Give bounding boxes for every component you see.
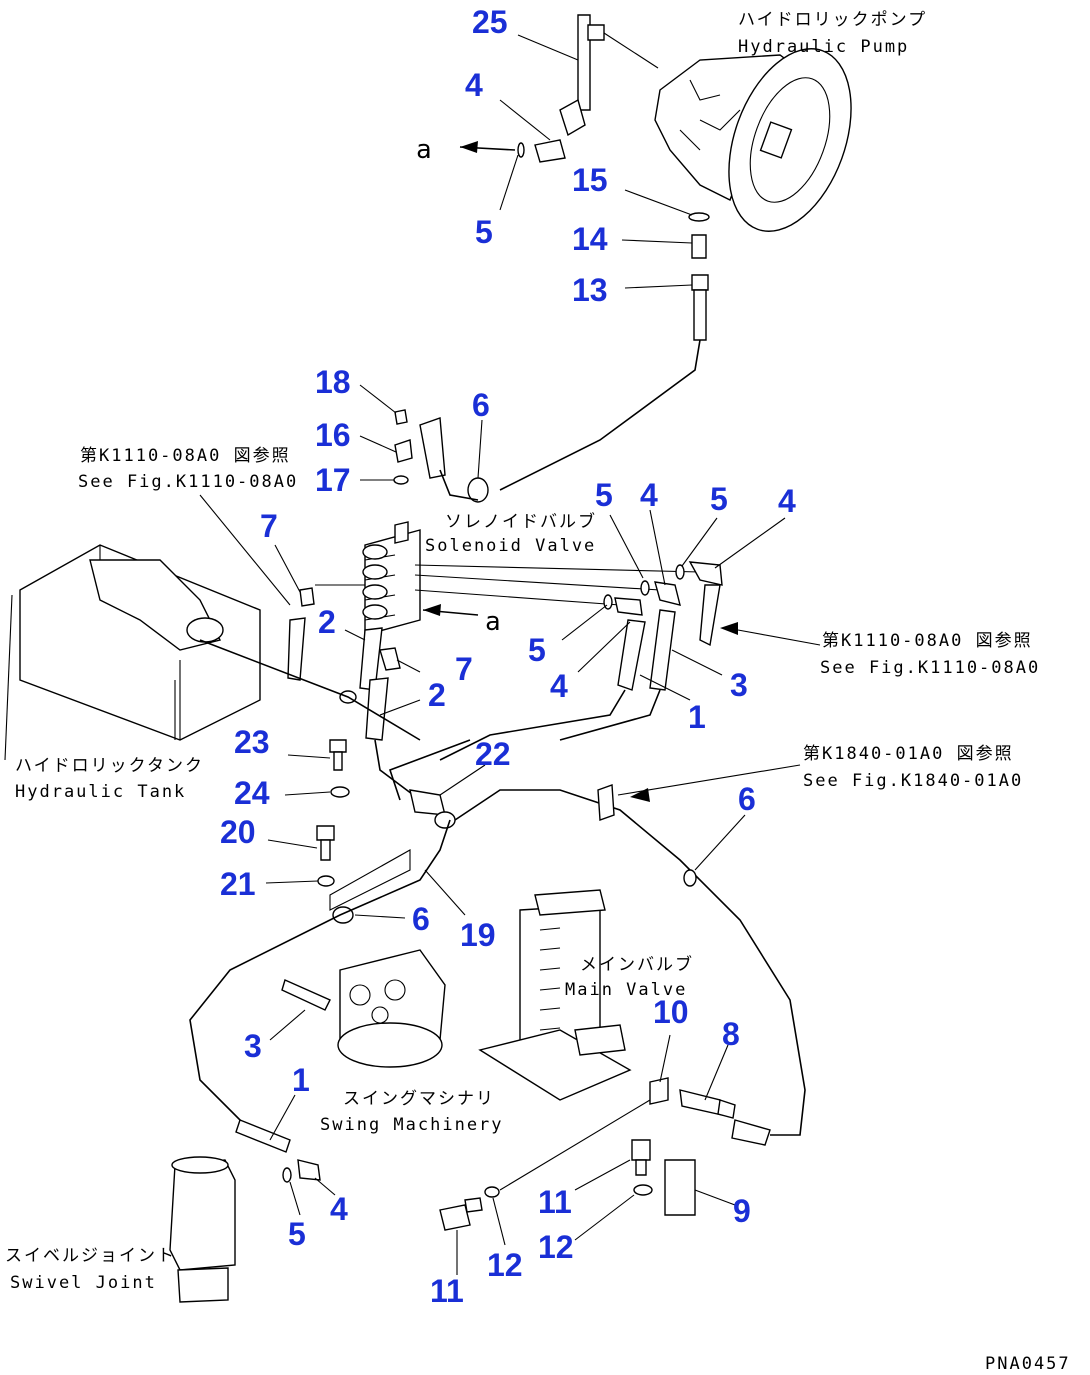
right-fittings: [439, 561, 723, 761]
swing-label-en: Swing Machinery: [320, 1115, 504, 1135]
callout-5: 5: [288, 1216, 306, 1252]
callout-7: 7: [455, 651, 473, 687]
fittings-16-17-18: [393, 409, 489, 503]
callout-5: 5: [475, 214, 493, 250]
callout-10: 10: [653, 994, 689, 1030]
callout-12: 12: [538, 1229, 574, 1265]
swing-machinery-drawing: [281, 949, 446, 1068]
drawing-number: PNA0457: [985, 1354, 1071, 1374]
border-line: [4, 594, 13, 761]
clamps-and-hoses: [189, 789, 806, 1151]
callout-16: 16: [315, 417, 351, 453]
swivel-label-jp: スイベルジョイント: [5, 1246, 176, 1266]
solenoid-valve-drawing: [315, 521, 701, 636]
callout-4: 4: [640, 477, 658, 513]
ref2-label-jp: 第K1110-08A0 図参照: [822, 631, 1033, 651]
solenoid-label-jp: ソレノイドバルブ: [445, 511, 597, 532]
callout-21: 21: [220, 866, 256, 902]
callout-3: 3: [244, 1028, 262, 1064]
leader-lines: [199, 34, 821, 1275]
ref1-label-en: See Fig.K1110-08A0: [78, 472, 298, 492]
callout-5: 5: [710, 481, 728, 517]
pump-label-jp: ハイドロリックポンプ: [738, 10, 927, 30]
pump-label-en: Hydraulic Pump: [738, 37, 909, 57]
callout-numbers: 25 4 5 15 14 13 18 16 17 6 5 4 5 4 7 2 7…: [220, 4, 796, 1309]
swivel-label-en: Swivel Joint: [10, 1273, 157, 1293]
hydraulic-tank-drawing: [19, 544, 261, 741]
center-hoses: [199, 587, 471, 829]
mainvalve-label-en: Main Valve: [565, 980, 687, 1000]
mark-a-solenoid: a: [485, 607, 503, 637]
callout-23: 23: [234, 724, 270, 760]
bolts-bottom: [439, 1139, 653, 1231]
callout-3: 3: [730, 667, 748, 703]
swivel-joint-drawing: [169, 1119, 321, 1303]
tank-label-jp: ハイドロリックタンク: [15, 756, 204, 776]
mainvalve-label-jp: メインバルブ: [580, 954, 694, 975]
callout-9: 9: [733, 1193, 751, 1229]
tank-label-en: Hydraulic Tank: [15, 782, 186, 802]
callout-13: 13: [572, 272, 608, 308]
callout-4: 4: [550, 668, 568, 704]
callout-17: 17: [315, 462, 351, 498]
callout-4: 4: [330, 1191, 348, 1227]
main-valve-drawing: [478, 889, 632, 1101]
callout-18: 18: [315, 364, 351, 400]
ref2-label-en: See Fig.K1110-08A0: [820, 658, 1040, 678]
callout-4: 4: [465, 67, 483, 103]
callout-14: 14: [572, 221, 608, 257]
callout-6: 6: [738, 781, 756, 817]
callout-1: 1: [688, 699, 706, 735]
callout-6: 6: [412, 901, 430, 937]
callout-6: 6: [472, 387, 490, 423]
callout-24: 24: [234, 775, 270, 811]
callout-20: 20: [220, 814, 256, 850]
callout-2: 2: [318, 604, 336, 640]
callout-2: 2: [428, 677, 446, 713]
bracket-ref: [597, 784, 615, 821]
callout-1: 1: [292, 1062, 310, 1098]
ref3-label-en: See Fig.K1840-01A0: [803, 771, 1023, 791]
solenoid-label-en: Solenoid Valve: [425, 536, 596, 556]
callout-11: 11: [430, 1273, 464, 1309]
ref1-label-jp: 第K1110-08A0 図参照: [80, 446, 291, 466]
callout-12: 12: [487, 1247, 523, 1283]
callout-11: 11: [538, 1184, 572, 1220]
callout-22: 22: [475, 736, 511, 772]
pipe-25-drawing: [517, 14, 659, 163]
callout-8: 8: [722, 1016, 740, 1052]
ref3-label-jp: 第K1840-01A0 図参照: [803, 744, 1014, 764]
callout-7: 7: [260, 508, 278, 544]
callout-5: 5: [528, 632, 546, 668]
callout-4: 4: [778, 483, 796, 519]
bolts-left: [316, 739, 350, 887]
bracket-9-10: [499, 1077, 771, 1216]
callout-15: 15: [572, 162, 608, 198]
arrow-marks: [422, 141, 738, 802]
callout-19: 19: [460, 917, 496, 953]
callout-5: 5: [595, 477, 613, 513]
callout-25: 25: [472, 4, 508, 40]
swing-label-jp: スイングマシナリ: [343, 1089, 495, 1109]
component-labels: ハイドロリックポンプ Hydraulic Pump ソレノイドバルブ Solen…: [5, 10, 1071, 1374]
fittings-13-14-15: [499, 212, 710, 491]
mark-a-top: a: [416, 135, 434, 165]
hydraulic-pump-drawing: [654, 48, 852, 232]
